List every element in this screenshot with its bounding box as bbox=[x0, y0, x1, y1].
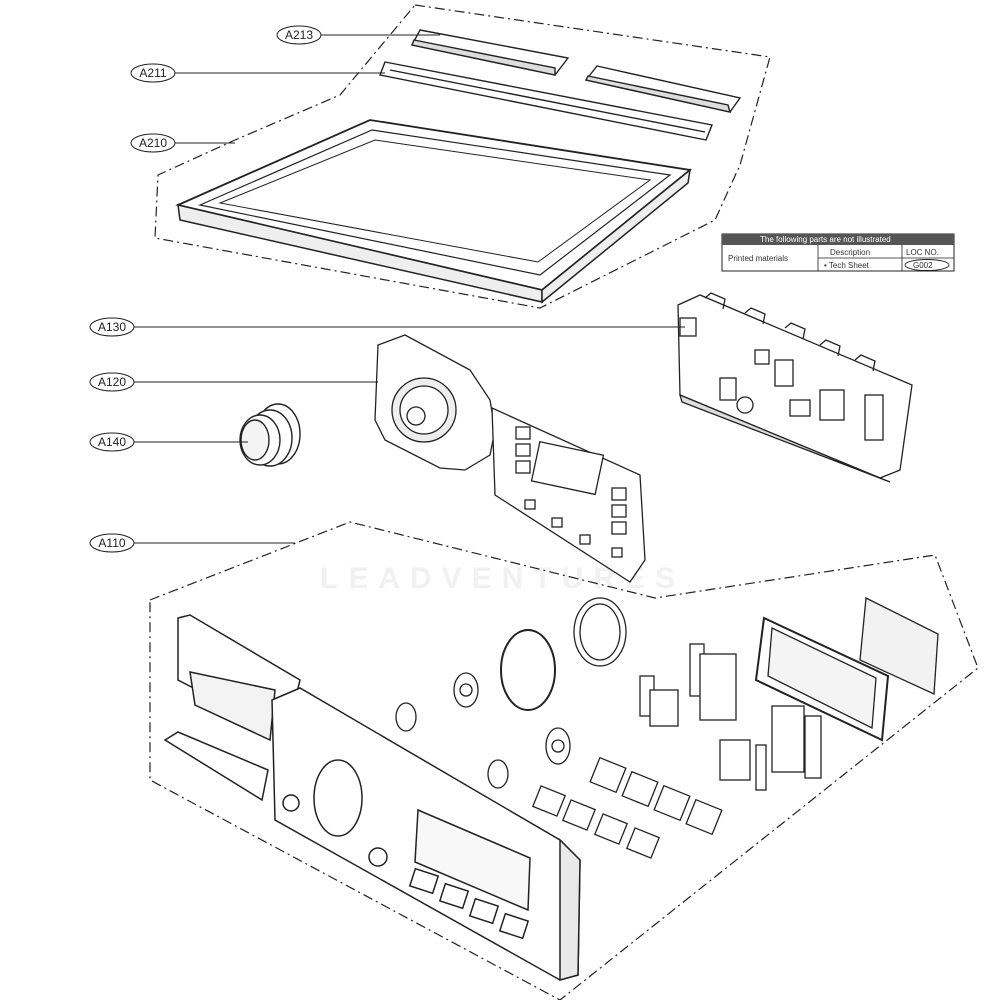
callout-a130-label: A130 bbox=[98, 320, 126, 334]
table-col-description: Description bbox=[830, 248, 870, 257]
part-a140-knob bbox=[239, 403, 301, 467]
table-row-label: Printed materials bbox=[728, 254, 788, 263]
exploded-small-parts bbox=[395, 596, 939, 859]
part-a120-control-frame bbox=[374, 334, 646, 583]
part-a211-rail bbox=[379, 61, 713, 141]
callout-a110-label: A110 bbox=[98, 536, 125, 550]
table-header: The following parts are not illustrated bbox=[760, 235, 891, 244]
callout-a120: A120 bbox=[89, 372, 135, 392]
callout-a140-label: A140 bbox=[98, 435, 126, 449]
table-header-bar bbox=[722, 234, 954, 245]
callout-a211: A211 bbox=[130, 63, 176, 83]
callout-a110: A110 bbox=[89, 533, 135, 553]
part-a110-control-panel bbox=[163, 614, 581, 981]
table-item-loc: G002 bbox=[913, 261, 933, 270]
callout-a120-label: A120 bbox=[98, 375, 126, 389]
callout-a210-label: A210 bbox=[139, 136, 167, 150]
part-a213-hinge-caps bbox=[410, 29, 742, 113]
part-a210-top-cover bbox=[175, 119, 693, 304]
not-illustrated-table: The following parts are not illustrated … bbox=[721, 233, 955, 272]
table-item-description: • Tech Sheet bbox=[824, 261, 870, 270]
leader-lines bbox=[133, 34, 685, 544]
callout-a213-label: A213 bbox=[285, 28, 313, 42]
loc-circle bbox=[904, 259, 950, 271]
table-col-loc: LOC NO. bbox=[906, 248, 939, 257]
top-assembly-boundary bbox=[154, 4, 771, 309]
part-a130-control-board bbox=[677, 292, 913, 483]
callout-a140: A140 bbox=[89, 432, 135, 452]
callout-a211-label: A211 bbox=[139, 66, 166, 80]
callout-a210: A210 bbox=[130, 133, 176, 153]
bottom-assembly-boundary bbox=[149, 521, 979, 1001]
callout-a213: A213 bbox=[276, 25, 322, 45]
callout-a130: A130 bbox=[89, 317, 135, 337]
